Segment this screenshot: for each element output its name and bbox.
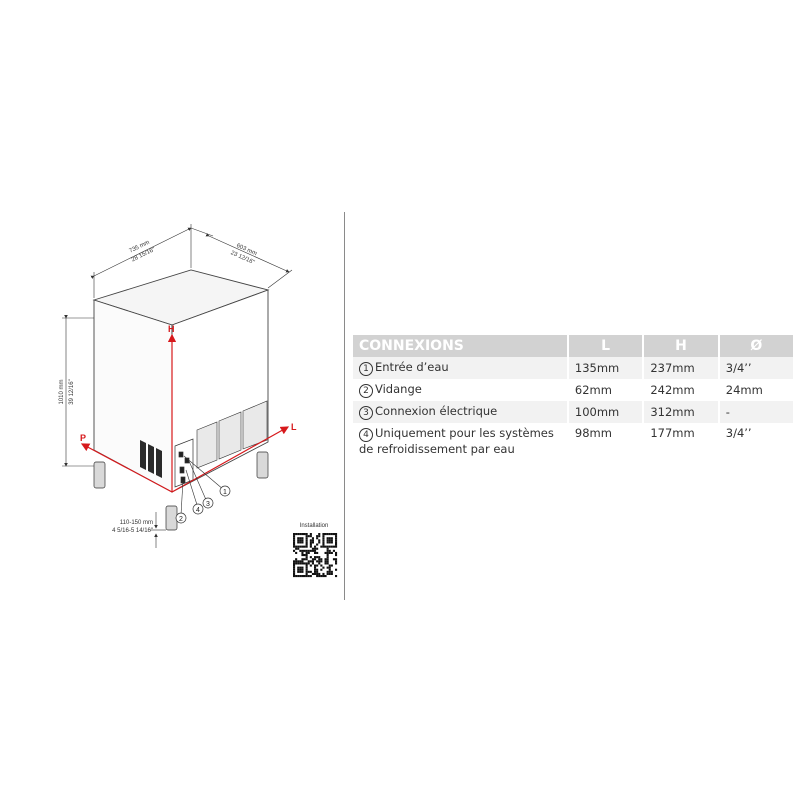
height-dimension	[62, 315, 94, 467]
axis-label-h: H	[168, 324, 175, 334]
row-number: 2	[359, 384, 373, 398]
header-h: H	[643, 335, 720, 357]
depth-dimension	[190, 227, 293, 289]
header-diameter: Ø	[718, 335, 796, 357]
row-l: 62mm	[567, 379, 645, 401]
header-l: L	[567, 335, 645, 357]
row-diameter: 24mm	[718, 379, 796, 401]
callout-2: 2	[175, 512, 187, 524]
svg-text:2: 2	[179, 516, 183, 523]
callout-leaders	[180, 455, 225, 516]
row-diameter: -	[718, 401, 796, 423]
qr-code	[293, 533, 338, 578]
height-mm: 1010 mm	[59, 379, 65, 404]
row-number: 3	[359, 406, 373, 420]
ice-machine-drawing: H L P 1 3 4 2 735 mm 28 15/16" 603 mm 23…	[59, 224, 338, 578]
callout-4: 4	[192, 503, 204, 515]
row-l: 135mm	[567, 357, 645, 379]
row-number: 4	[359, 428, 373, 442]
left-vent	[140, 440, 162, 478]
feet-dimension	[150, 512, 166, 548]
width-dimension	[90, 224, 192, 298]
row-h: 312mm	[643, 401, 720, 423]
feet-in: 4 5/16-5 14/16"	[112, 528, 153, 534]
connection-panel	[174, 438, 194, 488]
axis-label-l: L	[291, 422, 297, 432]
row-l: 98mm	[567, 423, 645, 460]
row-number: 1	[359, 362, 373, 376]
row-diameter: 3/4’’	[718, 357, 796, 379]
row-h: 177mm	[643, 423, 720, 460]
callout-3: 3	[202, 497, 214, 509]
height-in: 39 12/16"	[69, 379, 75, 405]
row-diameter: 3/4’’	[718, 423, 796, 460]
feet	[93, 451, 269, 531]
axis-label-p: P	[80, 433, 86, 443]
divider	[344, 212, 345, 600]
svg-text:1: 1	[223, 489, 227, 496]
callout-1: 1	[219, 485, 231, 497]
svg-text:3: 3	[206, 501, 210, 508]
reference-axes	[80, 333, 290, 493]
row-l: 100mm	[567, 401, 645, 423]
svg-text:4: 4	[196, 507, 200, 514]
row-h: 237mm	[643, 357, 720, 379]
qr-caption: Installation	[300, 523, 329, 529]
front-grille	[196, 400, 268, 469]
header-connexions: CONNEXIONS	[353, 335, 569, 357]
row-h: 242mm	[643, 379, 720, 401]
table-header: CONNEXIONS L H Ø	[353, 335, 796, 357]
feet-mm: 110-150 mm	[120, 520, 153, 526]
